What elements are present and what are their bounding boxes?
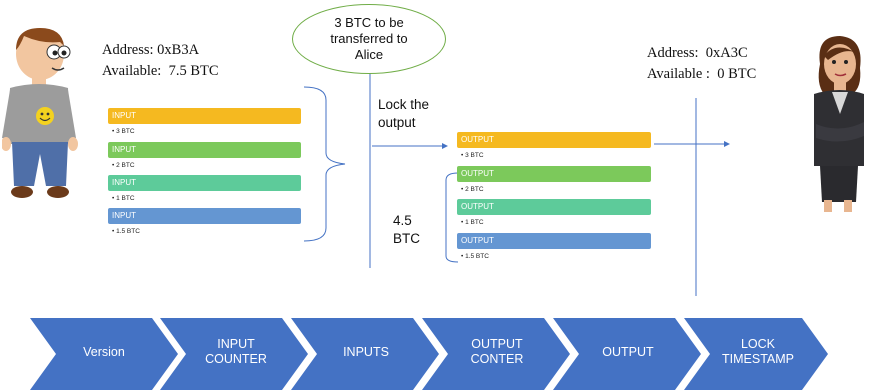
receiver-avatar — [814, 36, 864, 212]
chevron-output-label: OUTPUT — [602, 345, 654, 359]
chevron-output-counter — [422, 318, 570, 390]
input-amount-text: 1 BTC — [116, 195, 135, 202]
input-bar-1: INPUT — [108, 108, 301, 124]
output-bar-label: OUTPUT — [461, 135, 494, 144]
input-amount-text: 2 BTC — [116, 162, 135, 169]
lock-output-label: Lock the output — [378, 97, 430, 130]
output-bar-4: OUTPUT — [457, 233, 651, 249]
output-bar-2: OUTPUT — [457, 166, 651, 182]
receiver-available: Available : 0 BTC — [647, 66, 757, 82]
output-amount-text: 1.5 BTC — [465, 253, 489, 260]
inputs-brace — [303, 86, 346, 242]
input-bar-4: INPUT — [108, 208, 301, 224]
output-amount-text: 1 BTC — [465, 219, 484, 226]
transfer-callout: 3 BTC to be transferred to Alice — [292, 4, 446, 74]
input-amount-text: 3 BTC — [116, 128, 135, 135]
sender-available: Available: 7.5 BTC — [102, 63, 219, 79]
input-amount-3: • 1 BTC — [112, 195, 135, 202]
sender-avatar — [2, 28, 78, 198]
input-amount-2: • 2 BTC — [112, 162, 135, 169]
output-bar-1: OUTPUT — [457, 132, 651, 148]
chevron-version — [30, 318, 178, 390]
output-amount-2: • 2 BTC — [461, 186, 484, 193]
input-bar-label: INPUT — [112, 145, 136, 154]
chevron-input-counter — [160, 318, 308, 390]
chevron-inputs — [291, 318, 439, 390]
chevron-output-counter-label: OUTPUT CONTER — [470, 337, 524, 366]
output-amount-1: • 3 BTC — [461, 152, 484, 159]
chevron-lock-timestamp-label: LOCK TIMESTAMP — [722, 337, 794, 366]
input-bar-label: INPUT — [112, 178, 136, 187]
chevron-output — [553, 318, 701, 390]
change-brace — [445, 172, 459, 263]
input-bar-2: INPUT — [108, 142, 301, 158]
chevron-lock-timestamp — [684, 318, 828, 390]
chevron-inputs-label: INPUTS — [343, 345, 389, 359]
input-bar-3: INPUT — [108, 175, 301, 191]
output-bar-label: OUTPUT — [461, 169, 494, 178]
output-bar-3: OUTPUT — [457, 199, 651, 215]
output-bar-label: OUTPUT — [461, 236, 494, 245]
sender-address: Address: 0xB3A — [102, 42, 200, 58]
transfer-callout-text: 3 BTC to be transferred to Alice — [330, 15, 408, 62]
output-amount-text: 3 BTC — [465, 152, 484, 159]
output-amount-4: • 1.5 BTC — [461, 253, 489, 260]
output-amount-text: 2 BTC — [465, 186, 484, 193]
chevron-version-label: Version — [83, 345, 125, 359]
receiver-arrow-head — [724, 141, 730, 147]
output-amount-3: • 1 BTC — [461, 219, 484, 226]
input-bar-label: INPUT — [112, 111, 136, 120]
input-amount-1: • 3 BTC — [112, 128, 135, 135]
change-amount-label: 4.5 BTC — [393, 213, 420, 246]
receiver-address: Address: 0xA3C — [647, 45, 748, 61]
input-amount-text: 1.5 BTC — [116, 228, 140, 235]
input-amount-4: • 1.5 BTC — [112, 228, 140, 235]
chevron-input-counter-label: INPUT COUNTER — [205, 337, 267, 366]
output-bar-label: OUTPUT — [461, 202, 494, 211]
input-bar-label: INPUT — [112, 211, 136, 220]
lock-arrow-head — [442, 143, 448, 149]
